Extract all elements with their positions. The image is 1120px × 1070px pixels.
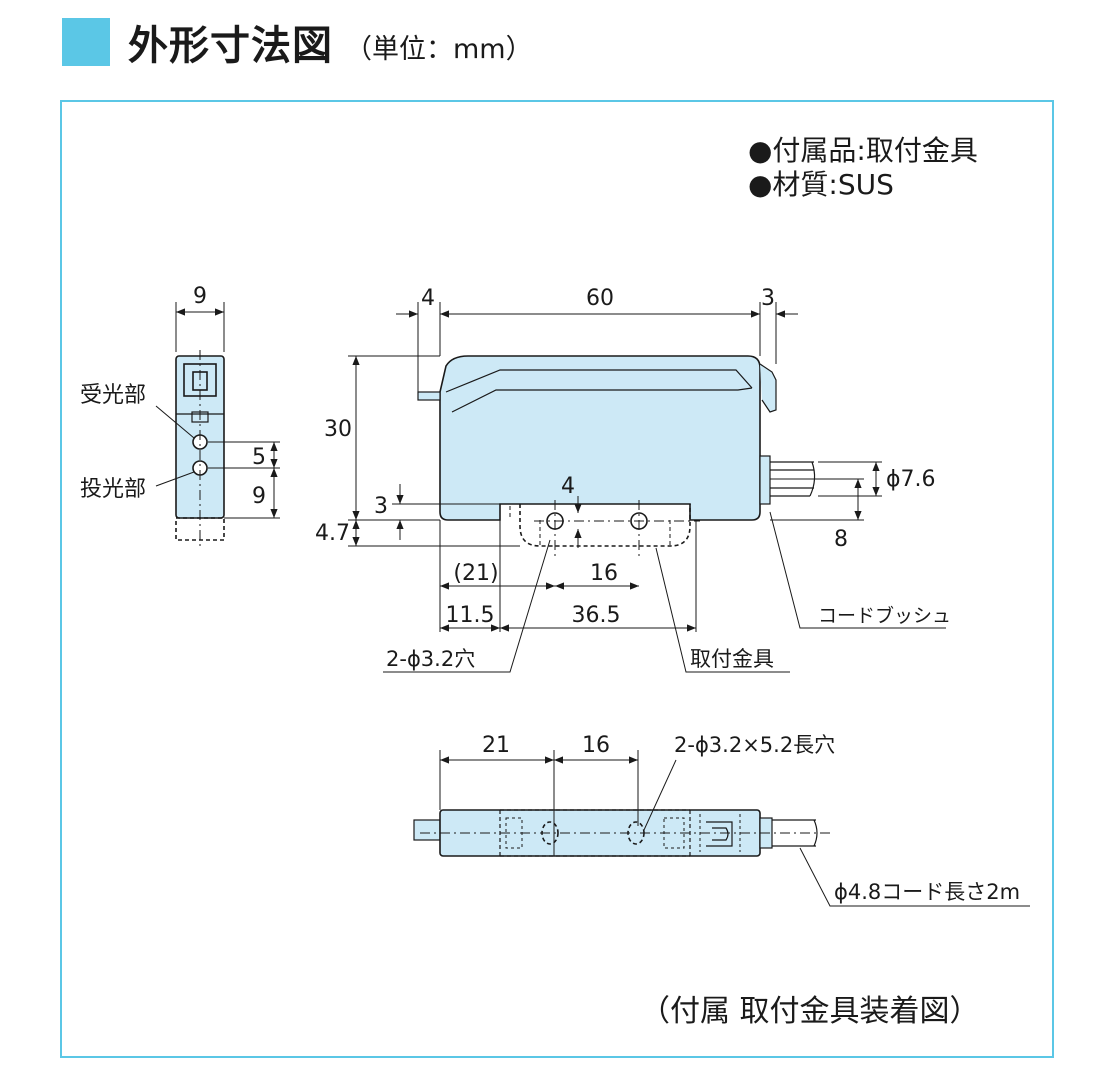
label-bracket: 取付金具: [690, 647, 774, 671]
label-cord: ϕ4.8コード長さ2m: [834, 880, 1020, 904]
cord-bushing: [759, 455, 771, 505]
page-heading: 外形寸法図 （単位：mm）: [62, 12, 533, 72]
note-accessory: ●付属品:取付金具: [748, 134, 978, 167]
front-dim-30: 30: [324, 417, 352, 442]
front-dim-3-top: 3: [761, 286, 775, 311]
front-dim-60: 60: [586, 286, 614, 311]
front-dim-36-5: 36.5: [572, 603, 621, 628]
bottom-dim-16: 16: [582, 733, 610, 758]
front-view: [348, 302, 946, 673]
front-bracket-dashed: [519, 504, 691, 547]
front-dim-4-7: 4.7: [315, 521, 350, 546]
front-dim-phi7-6: ϕ7.6: [886, 467, 936, 492]
front-dim-21-ref: (21): [453, 561, 498, 586]
side-view: [155, 302, 280, 548]
front-dim-4-mid: 4: [561, 474, 575, 499]
bottom-view-caption: （付属 取付金具装着図）: [640, 994, 980, 1029]
drawing-frame: [60, 100, 1054, 1058]
front-left-tab: [417, 391, 441, 401]
label-slots: 2-ϕ3.2×5.2長穴: [674, 733, 835, 757]
notes-block: ●付属品:取付金具 ●材質:SUS: [748, 134, 978, 202]
label-holes: 2-ϕ3.2穴: [386, 647, 475, 671]
front-dim-3-left: 3: [374, 494, 388, 519]
front-body: [439, 355, 761, 521]
side-width-dim: 9: [193, 284, 207, 309]
side-dim-9: 9: [252, 484, 266, 509]
front-dim-11-5: 11.5: [446, 603, 495, 628]
unit-label: （単位：mm）: [345, 33, 533, 65]
bottom-left-tab: [413, 819, 441, 841]
front-dim-16: 16: [590, 561, 618, 586]
receiver-label: 受光部: [80, 383, 146, 408]
front-dim-8: 8: [834, 527, 848, 552]
note-material: ●材質:SUS: [748, 168, 894, 201]
page-title: 外形寸法図: [128, 23, 333, 69]
bottom-dim-21: 21: [482, 733, 510, 758]
label-bushing: コードブッシュ: [818, 604, 951, 627]
front-dim-4-top: 4: [421, 286, 435, 311]
front-right-lock: [759, 363, 777, 413]
side-dim-5: 5: [252, 445, 266, 470]
emitter-label: 投光部: [80, 477, 146, 502]
heading-square-icon: [62, 18, 110, 66]
bottom-view: [413, 750, 1030, 907]
